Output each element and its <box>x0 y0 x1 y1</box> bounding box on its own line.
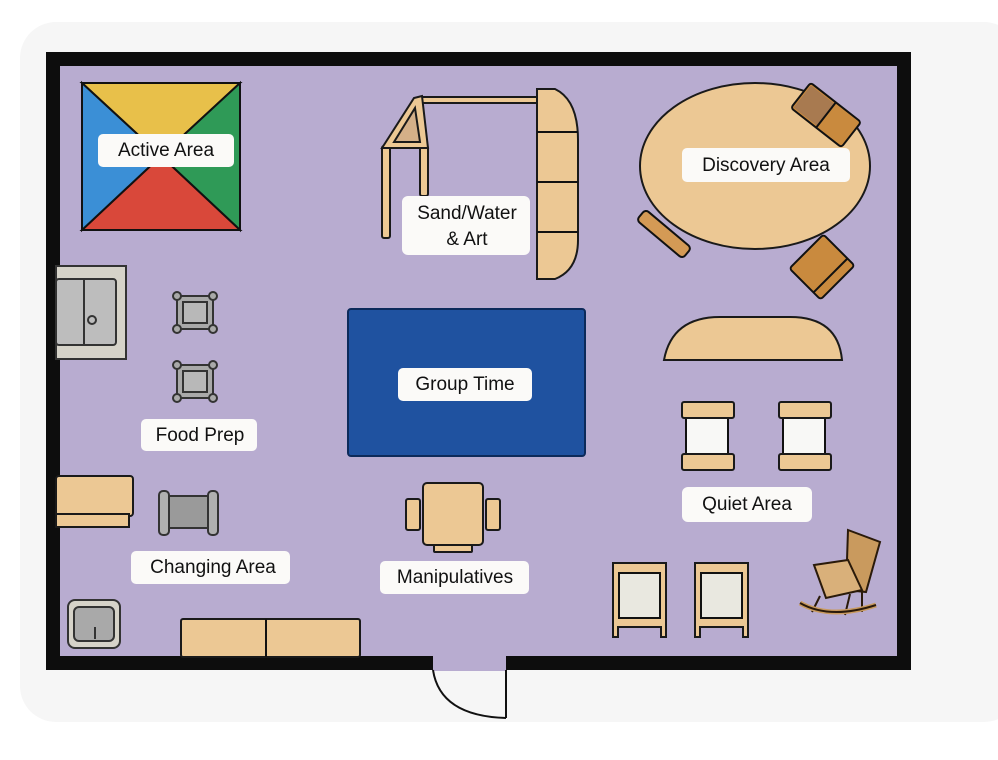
rocking-chair-icon <box>798 528 882 616</box>
art-shelf <box>536 88 579 280</box>
drain-icon <box>87 315 97 325</box>
art-text: & Art <box>446 229 488 250</box>
quiet-area-label: Quiet Area <box>682 487 812 522</box>
food-prep-text: Food Prep <box>156 425 245 446</box>
bench-icon <box>637 209 691 259</box>
quiet-cushion <box>662 316 844 361</box>
hand-sink-icon <box>67 599 121 649</box>
manipulatives-text: Manipulatives <box>397 567 513 588</box>
high-chair-icon <box>172 360 218 403</box>
doorway[interactable] <box>433 655 506 671</box>
active-area-text: Active Area <box>118 140 215 161</box>
art-easel <box>380 94 541 239</box>
manipulatives-table <box>405 482 501 553</box>
sand-water-art-label: Sand/Water & Art <box>402 196 530 255</box>
high-chair-icon <box>172 291 218 334</box>
armchair-icon <box>789 234 855 300</box>
discovery-area-text: Discovery Area <box>702 155 830 176</box>
quiet-area-text: Quiet Area <box>702 494 792 515</box>
easel-icon <box>612 562 667 638</box>
cabinets <box>180 618 361 658</box>
easel-icon <box>694 562 749 638</box>
group-time-label: Group Time <box>398 368 532 401</box>
sink-counter <box>55 265 127 360</box>
changing-table-icon <box>158 490 219 536</box>
changing-counter <box>55 475 134 528</box>
changing-area-text: Changing Area <box>150 557 276 578</box>
crib-icon <box>681 401 735 471</box>
group-time-text: Group Time <box>415 374 514 395</box>
discovery-area-label: Discovery Area <box>682 148 850 182</box>
active-area-label: Active Area <box>98 134 234 167</box>
changing-area-label: Changing Area <box>131 551 290 584</box>
food-prep-label: Food Prep <box>141 419 257 451</box>
crib-icon <box>778 401 832 471</box>
sand-water-text: Sand/Water <box>417 203 517 224</box>
door-icon[interactable] <box>432 669 507 719</box>
armchair-icon <box>791 82 861 148</box>
manipulatives-label: Manipulatives <box>380 561 529 594</box>
